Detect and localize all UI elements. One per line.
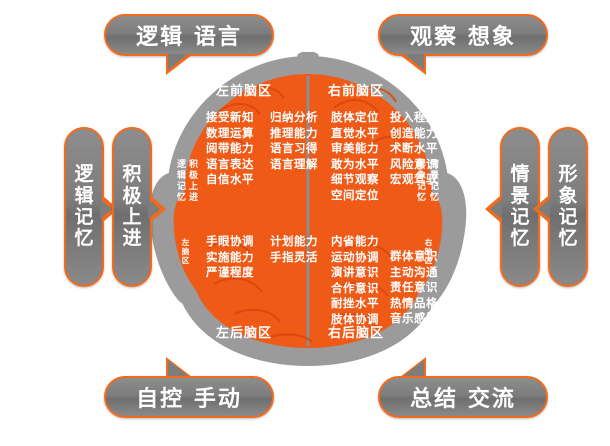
ear-label-left-bottom: 左脑区 <box>181 238 190 265</box>
skill-item: 创造能力 <box>390 125 438 140</box>
skill-item: 敢为水平 <box>331 156 379 171</box>
skill-item: 手眼协调 <box>206 234 254 248</box>
side-label-left-outer-text: 逻辑记忆 <box>74 163 94 250</box>
brain-illustration: 左前脑区 右前脑区 左后脑区 右后脑区 接受新知 数理运算 阅带能力 语言表达 … <box>148 52 468 370</box>
callout-top-right-tail-inner <box>404 54 424 70</box>
skill-column-front-left-b: 归纳分析 推理能力 语言习得 语言理解 <box>270 110 318 172</box>
quadrant-label-back-left: 左后脑区 <box>216 326 273 341</box>
ear-label-left-top: 积极上进 <box>188 160 198 203</box>
skill-item: 细节观察 <box>331 172 379 186</box>
side-label-left-outer-tail-inner <box>100 199 112 219</box>
skill-item: 热情品格 <box>390 295 438 310</box>
skill-column-back-right-a: 内省能力 运动协调 演讲意识 合作意识 耐挫水平 肢体协调 <box>331 234 379 327</box>
callout-bottom-left-label: 自控 手动 <box>136 387 242 412</box>
skill-item: 演讲意识 <box>331 265 379 279</box>
skill-item: 归纳分析 <box>270 110 318 124</box>
skill-item: 合作意识 <box>331 280 379 295</box>
skill-item: 手指灵活 <box>270 249 318 264</box>
skill-item: 审美能力 <box>331 141 379 155</box>
skill-item: 风险意识 <box>390 156 438 171</box>
skill-item: 语言理解 <box>270 156 318 171</box>
side-label-right-outer[interactable]: 形象记忆 <box>548 127 588 287</box>
skill-item: 音乐感知 <box>390 311 438 325</box>
callout-bottom-right[interactable]: 总结 交流 <box>378 376 548 418</box>
quadrant-label-back-right: 右后脑区 <box>328 326 385 341</box>
callout-bottom-right-tail-inner <box>404 360 424 376</box>
side-label-right-inner-tail-inner <box>490 199 502 219</box>
skill-item: 计划能力 <box>270 234 318 248</box>
skill-item: 主动沟通 <box>390 264 438 279</box>
side-label-left-inner[interactable]: 积极上进 <box>112 127 152 287</box>
ear-label-right-top2: 情景记忆 <box>429 160 439 203</box>
side-label-right-inner-text: 情景记忆 <box>510 163 530 250</box>
skill-item: 运动协调 <box>331 249 379 264</box>
callout-top-right[interactable]: 观察 想象 <box>378 14 548 56</box>
skill-item: 空间定位 <box>331 187 379 202</box>
skill-item: 实施能力 <box>206 249 254 264</box>
skill-item: 肢体定位 <box>331 110 379 124</box>
callout-top-left[interactable]: 逻辑 语言 <box>104 14 274 56</box>
skill-item: 内省能力 <box>331 234 379 248</box>
skill-item: 肢体协调 <box>331 311 379 326</box>
skill-column-back-right-b: 群体意识 主动沟通 责任意识 热情品格 音乐感知 <box>390 249 438 327</box>
skill-item: 术断水平 <box>390 141 438 155</box>
callout-bottom-right-label: 总结 交流 <box>410 387 516 412</box>
ear-label-right-top: 形象记忆 <box>416 160 426 203</box>
skill-item: 接受新知 <box>206 110 254 124</box>
skill-item: 语言表达 <box>206 156 254 171</box>
skill-column-back-left-a: 手眼协调 实施能力 严谨程度 <box>206 234 254 281</box>
side-label-right-outer-tail-inner <box>538 199 550 219</box>
skill-item: 自信水平 <box>206 172 254 186</box>
callout-top-left-tail-inner <box>168 54 188 70</box>
callout-top-left-label: 逻辑 语言 <box>136 25 242 50</box>
skill-column-front-left-a: 接受新知 数理运算 阅带能力 语言表达 自信水平 <box>206 110 254 188</box>
ear-label-right-bottom: 右脑区 <box>424 238 433 265</box>
skill-item: 数理运算 <box>206 125 254 140</box>
callout-top-right-label: 观察 想象 <box>410 25 516 50</box>
ear-label-left-top2: 逻辑记忆 <box>176 160 186 203</box>
skill-item: 阅带能力 <box>206 141 254 155</box>
skill-item: 严谨程度 <box>206 265 254 279</box>
skill-item: 宏观驾驭 <box>390 172 438 186</box>
skill-column-front-right-b: 投入程度 创造能力 术断水平 风险意识 宏观驾驭 <box>390 110 438 188</box>
callout-bottom-left[interactable]: 自控 手动 <box>104 376 274 418</box>
quadrant-label-front-left: 左前脑区 <box>216 84 273 99</box>
side-label-left-inner-tail-inner <box>148 199 160 219</box>
side-label-left-inner-text: 积极上进 <box>122 163 142 250</box>
skill-item: 责任意识 <box>390 280 438 294</box>
skill-column-front-right-a: 肢体定位 直觉水平 审美能力 敢为水平 细节观察 空间定位 <box>331 110 379 203</box>
skill-item: 群体意识 <box>390 249 438 263</box>
skill-item: 语言习得 <box>270 141 318 155</box>
skill-column-back-left-b: 计划能力 手指灵活 <box>270 234 318 265</box>
callout-bottom-left-tail-inner <box>168 360 188 376</box>
quadrant-label-front-right: 右前脑区 <box>328 84 385 99</box>
skill-item: 投入程度 <box>390 110 438 124</box>
side-label-right-outer-text: 形象记忆 <box>558 163 578 250</box>
skill-item: 直觉水平 <box>331 125 379 140</box>
skill-item: 耐挫水平 <box>331 296 379 310</box>
skill-item: 推理能力 <box>270 125 318 140</box>
side-label-left-outer[interactable]: 逻辑记忆 <box>64 127 104 287</box>
